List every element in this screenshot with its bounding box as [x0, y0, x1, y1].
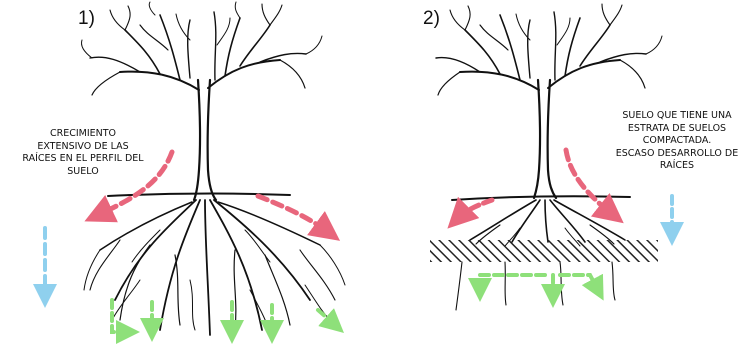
pink-arrow-right [258, 196, 328, 232]
compacted-soil-layer [430, 240, 658, 262]
panel-2-number: 2) [423, 8, 440, 30]
caption-line: EXTENSIVO DE LAS [8, 141, 158, 154]
caption-line: COMPACTADA. [604, 135, 750, 148]
green-arrow-right [560, 275, 598, 290]
caption-line: SUELO [8, 166, 158, 179]
caption-line: SUELO QUE TIENE UNA [604, 110, 750, 123]
caption-line: RAÍCES [604, 160, 750, 173]
caption-line: ESCASO DESARROLLO DE [604, 148, 750, 161]
pink-arrow-left [458, 200, 492, 218]
panel-1-arrows [45, 152, 335, 332]
green-arrow-left [480, 275, 545, 290]
caption-line: CRECIMIENTO [8, 128, 158, 141]
caption-line: RAÍCES EN EL PERFIL DEL [8, 153, 158, 166]
panel-1-number: 1) [78, 8, 95, 30]
green-arrow-5 [318, 310, 335, 325]
panel-2-caption: SUELO QUE TIENE UNA ESTRATA DE SUELOS CO… [604, 110, 750, 173]
caption-line: ESTRATA DE SUELOS [604, 123, 750, 136]
panel-1-caption: CRECIMIENTO EXTENSIVO DE LAS RAÍCES EN E… [8, 128, 158, 178]
